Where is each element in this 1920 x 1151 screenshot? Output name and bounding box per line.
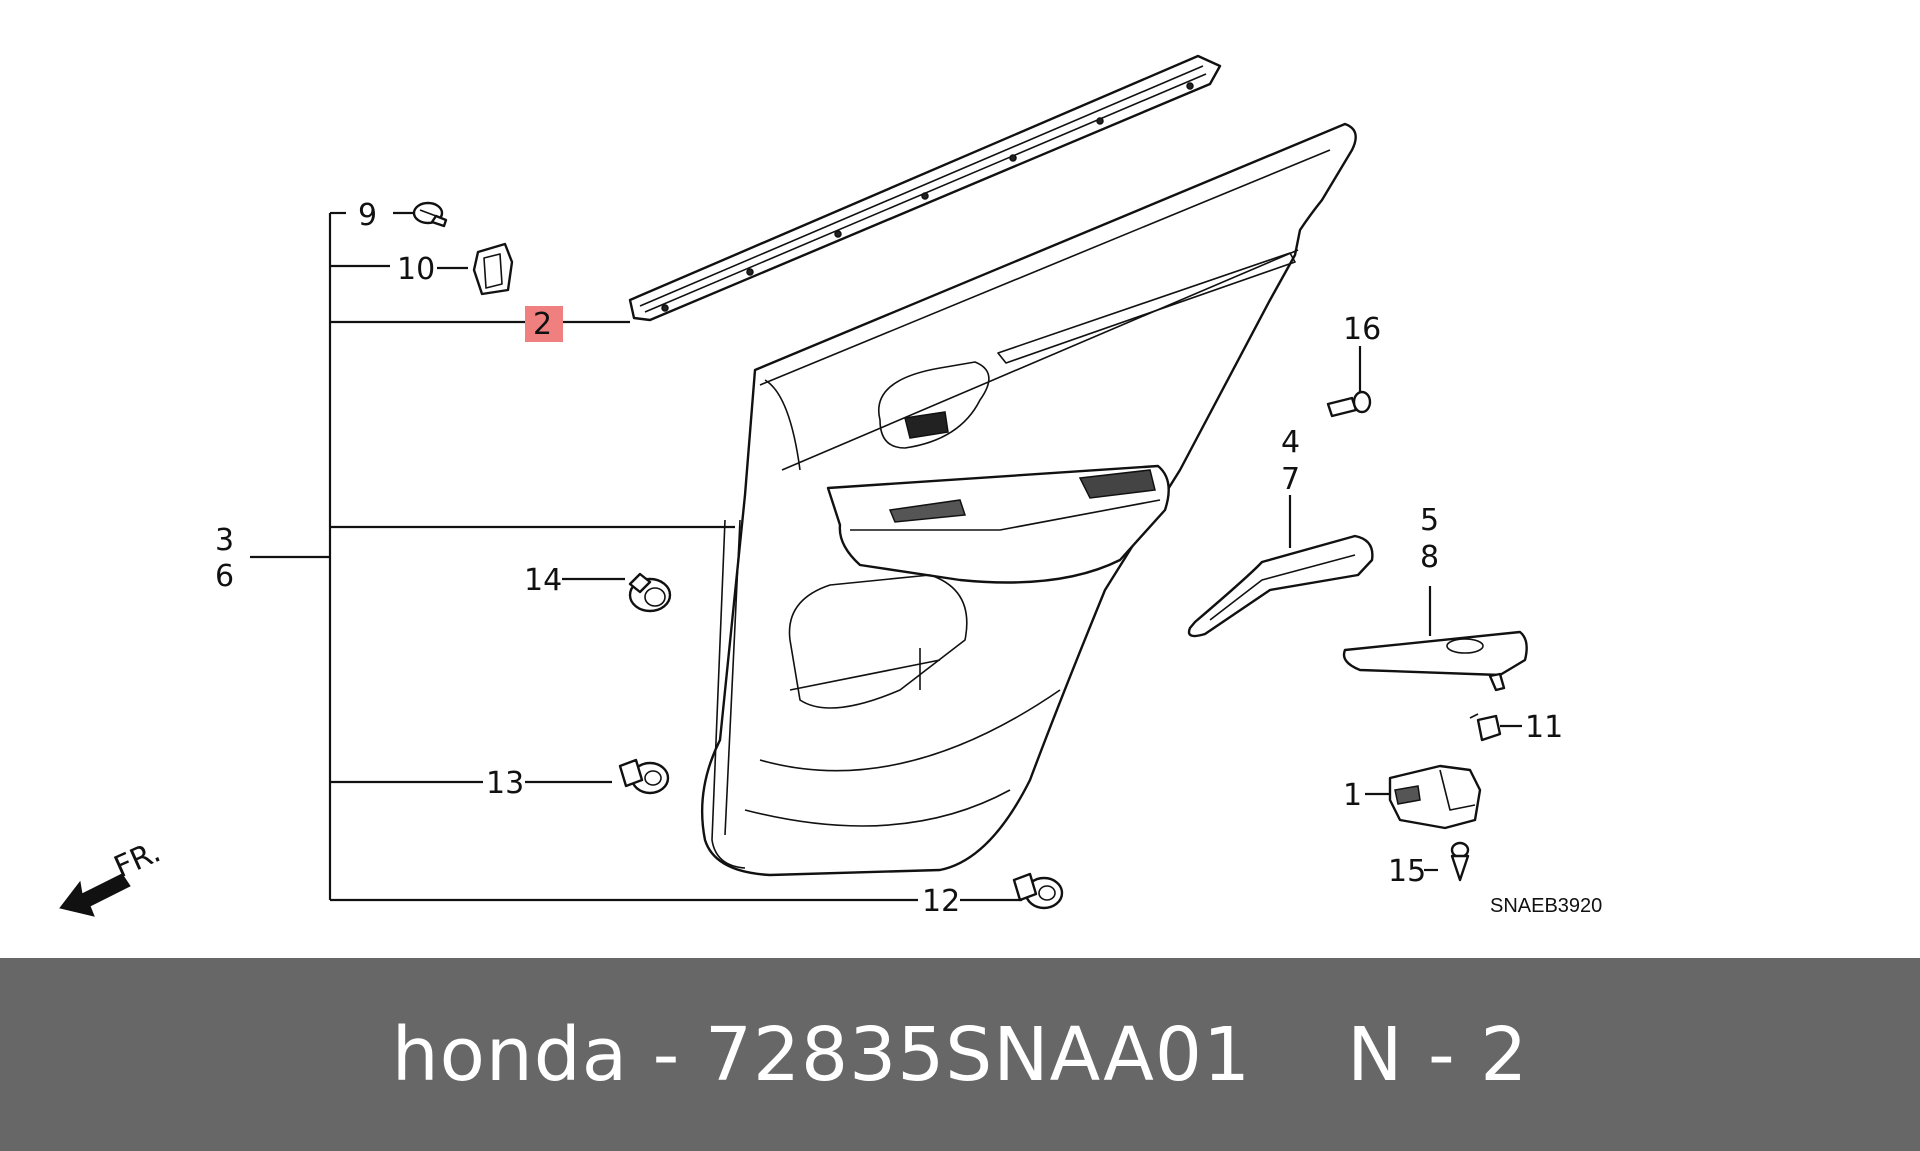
callout-6: 6 xyxy=(215,559,234,594)
front-arrow-icon: FR. xyxy=(59,834,166,917)
callout-9: 9 xyxy=(358,198,377,233)
footer-brand: honda xyxy=(391,1011,629,1098)
door-lining-part-3-6 xyxy=(700,122,1357,877)
part-2-highlight xyxy=(525,306,563,342)
callout-3: 3 xyxy=(215,523,234,558)
callout-1: 1 xyxy=(1343,778,1362,813)
trim-part-4-7 xyxy=(1187,534,1374,638)
switch-part-1 xyxy=(1388,764,1482,830)
switch-panel-part-5-8 xyxy=(1342,630,1528,692)
callout-12: 12 xyxy=(922,884,960,919)
footer-space-1 xyxy=(628,1012,653,1098)
leader-lines xyxy=(393,211,1522,902)
footer-part-number: 72835SNAA01 xyxy=(704,1011,1252,1098)
fastener-part-14 xyxy=(628,572,672,613)
callout-11: 11 xyxy=(1525,710,1563,745)
parts-diagram: FR. 9 10 2 3 6 14 13 12 16 4 7 5 8 11 1 … xyxy=(59,54,1602,919)
screw-part-15 xyxy=(1450,841,1470,882)
screw-part-16 xyxy=(1326,390,1372,418)
clip-part-10 xyxy=(472,242,514,296)
part-footer-banner: honda - 72835SNAA01 N - 2 xyxy=(0,958,1920,1151)
callout-10: 10 xyxy=(397,252,435,287)
clip-part-13 xyxy=(618,758,670,795)
callout-14: 14 xyxy=(524,563,562,598)
callout-8: 8 xyxy=(1420,540,1439,575)
callout-16: 16 xyxy=(1343,312,1381,347)
screw-part-9 xyxy=(412,201,448,228)
footer-position: N - 2 xyxy=(1347,1011,1529,1098)
group-bracket xyxy=(250,211,918,902)
clip-part-12 xyxy=(1012,872,1064,910)
callout-13: 13 xyxy=(486,766,524,801)
footer-separator: - xyxy=(652,1011,681,1098)
callout-2: 2 xyxy=(533,307,552,342)
callout-5: 5 xyxy=(1420,503,1439,538)
callout-15: 15 xyxy=(1388,854,1426,889)
callout-4: 4 xyxy=(1281,425,1300,460)
diagram-code: SNAEB3920 xyxy=(1490,895,1602,917)
weatherstrip-part-2 xyxy=(628,54,1222,322)
clip-part-11 xyxy=(1469,713,1502,742)
footer-space-2 xyxy=(680,1012,705,1098)
callout-7: 7 xyxy=(1281,462,1300,497)
